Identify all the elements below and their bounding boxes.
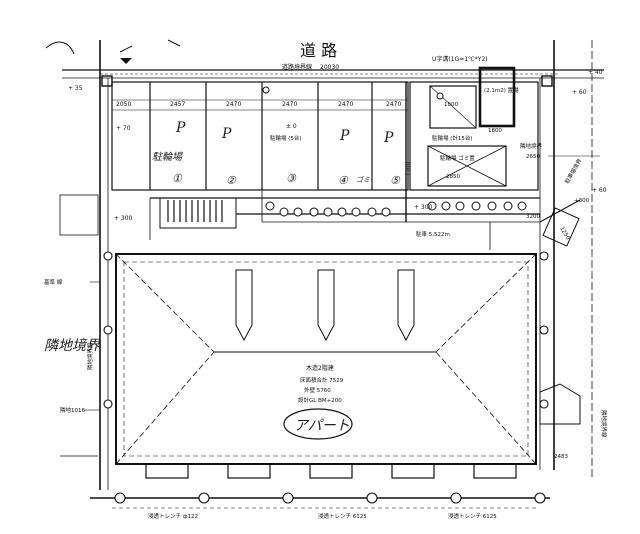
center-line: 外壁 5760 [304,386,331,394]
handwritten-note: 駐輪場 [152,151,183,163]
center-title: 木造2階建 [306,364,334,372]
parking-number: ④ [338,174,349,187]
right-vertical2: 隣地境界線 [600,410,608,438]
refuse-label: 駐輪場 ゴミ置 [440,154,475,162]
center-line: 床面積合計 7529 [300,376,344,384]
refuse-box [429,85,477,129]
right-vertical: 駐車場境界 [563,157,584,185]
apartment-handwriting: アパート [294,418,350,434]
handwritten-mid: ゴミ [356,176,370,184]
parking-p: P [339,128,350,144]
mid-dim: 駐車 5,522m [416,230,450,238]
bm-left: + 35 [68,85,83,92]
apartment-ellipse [283,408,353,440]
parking-p: P [221,126,232,142]
parking-area [111,81,409,191]
right-label: 2650 [526,154,540,160]
parking-number: ① [172,172,183,185]
plus-zero: ± 0 [286,123,297,130]
bold-box [478,66,516,128]
trench-label: 浸透トレンチ 6125 [318,512,367,520]
center-line: 設計GL BM+200 [298,396,342,404]
right-label: 隣地境界 [520,142,543,150]
parking-number: ③ [286,172,297,185]
bm-mid-left: + 300 [114,215,133,222]
bm-left2: + 70 [116,125,131,132]
left-side-handwriting: 隣地境界 [44,338,101,354]
left-side-label: 基準 線 [44,278,63,286]
dim-top: 2470 [386,101,401,108]
dim-top: 2470 [338,101,353,108]
parking-p: P [383,130,394,146]
u-gutter-label: U字溝(1G=1℃*Y2) [432,55,488,63]
trench-label: 浸透トレンチ ф122 [148,512,198,520]
corner-label: +300 [574,198,590,204]
road-boundary-dim: 20030 [320,64,339,71]
dim-top: 2470 [226,101,241,108]
road-label: 道 路 [300,41,337,60]
storage-label: 駐輪場 (計15台) [432,134,473,142]
refuse-dim: 1800 [444,102,458,108]
bm-right2: + 60 [592,187,607,194]
north-marker-icon [120,58,132,64]
bottom-right-note: 2483 [554,454,568,460]
road-boundary-text: 道路境界線 [282,63,312,71]
parking-p: P [175,120,186,136]
box-dim: 1800 [488,128,502,134]
storage-dim: 2850 [446,174,460,180]
parking-label: 駐輪場 (5台) [270,134,302,142]
bm-mid: + 300 [414,204,433,211]
bottom-left-note: 隣地1016 [60,406,85,414]
parking-number: ⑤ [390,174,401,187]
parking-number: ② [226,174,237,187]
bm-upper-right: + 40 [588,69,603,76]
trench-label: 浸透トレンチ 6125 [448,512,497,520]
corner-label: 3200 [526,214,540,220]
dim-top: 2470 [282,101,297,108]
box-label: (2.1m2) 置場 [484,86,519,94]
left-vertical: 隣地境界線 [86,342,94,370]
bm-right: + 60 [572,89,587,96]
dim-top: 2050 [116,101,131,108]
corner-label: 1700 [406,162,412,176]
dim-top: 2457 [170,101,185,108]
storage-box [427,145,507,187]
corner-label: 1250 [558,226,570,242]
